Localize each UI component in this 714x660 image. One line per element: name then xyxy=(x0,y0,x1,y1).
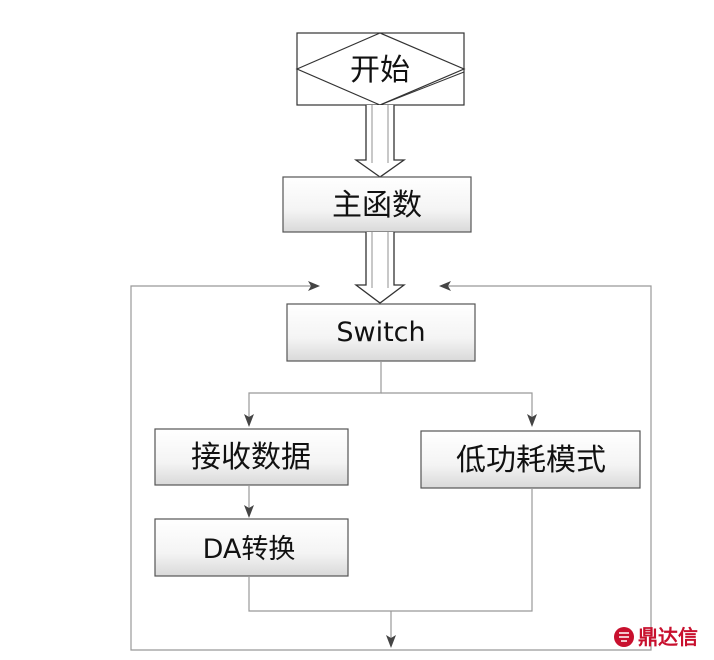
arrow-to-loop-icon xyxy=(386,635,396,648)
main-function-node: 主函数 xyxy=(282,176,472,233)
start-node: 开始 xyxy=(295,32,466,106)
switch-node: Switch xyxy=(286,303,476,362)
low-power-node: 低功耗模式 xyxy=(420,430,641,489)
da-conversion-node: DA转换 xyxy=(154,518,349,577)
watermark-logo: 鼎达信 xyxy=(614,625,698,649)
arrow-to-receive-icon xyxy=(244,414,254,427)
switch-label: Switch xyxy=(336,317,425,348)
main-function-label: 主函数 xyxy=(332,188,422,223)
loop-arrow-right-icon xyxy=(439,281,451,291)
arrow-receive-to-da xyxy=(244,485,254,518)
branch-connector xyxy=(244,361,537,427)
low-power-label: 低功耗模式 xyxy=(456,443,606,478)
receive-data-node: 接收数据 xyxy=(154,428,349,486)
watermark-text: 鼎达信 xyxy=(638,625,698,649)
merge-connector xyxy=(248,488,533,648)
block-arrow-start-to-main xyxy=(353,105,407,178)
loop-arrow-left-icon xyxy=(308,281,320,291)
arrow-to-lowpower-icon xyxy=(527,414,537,427)
receive-data-label: 接收数据 xyxy=(191,440,311,475)
arrow-to-da-icon xyxy=(244,505,254,518)
loop-connector xyxy=(130,281,652,651)
block-arrow-main-to-switch xyxy=(354,232,406,304)
start-label: 开始 xyxy=(350,53,410,88)
da-conversion-label: DA转换 xyxy=(203,534,296,565)
